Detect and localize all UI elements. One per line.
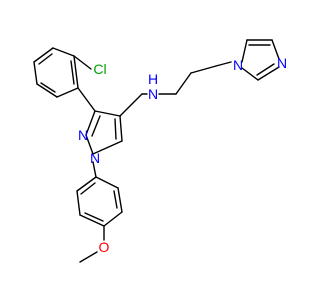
pyrazole-n1-label: N	[90, 150, 100, 166]
bond-c-cl	[73, 55, 92, 70]
chlorophenyl-ring	[33, 47, 79, 98]
molecule-structure: Cl N N N H N N O	[33, 39, 287, 263]
amine-n-label: N	[148, 86, 158, 102]
pyrazole-n2-label: N	[78, 127, 88, 143]
amine-h-label: H	[148, 71, 158, 87]
chlorine-label: Cl	[93, 61, 106, 77]
imidazole-n1-label: N	[233, 57, 243, 73]
imidazole-n3-label: N	[277, 55, 287, 71]
bond-aryl-pyrazole	[77, 87, 96, 112]
propylamine-chain	[119, 61, 232, 117]
pyrazole-ring	[85, 110, 123, 155]
bond-n-aryl	[92, 161, 97, 178]
imidazole-ring	[241, 39, 280, 81]
bond-o-ch3	[79, 251, 98, 263]
methoxyphenyl-ring	[76, 176, 123, 227]
methoxy-o-label: O	[99, 239, 110, 255]
